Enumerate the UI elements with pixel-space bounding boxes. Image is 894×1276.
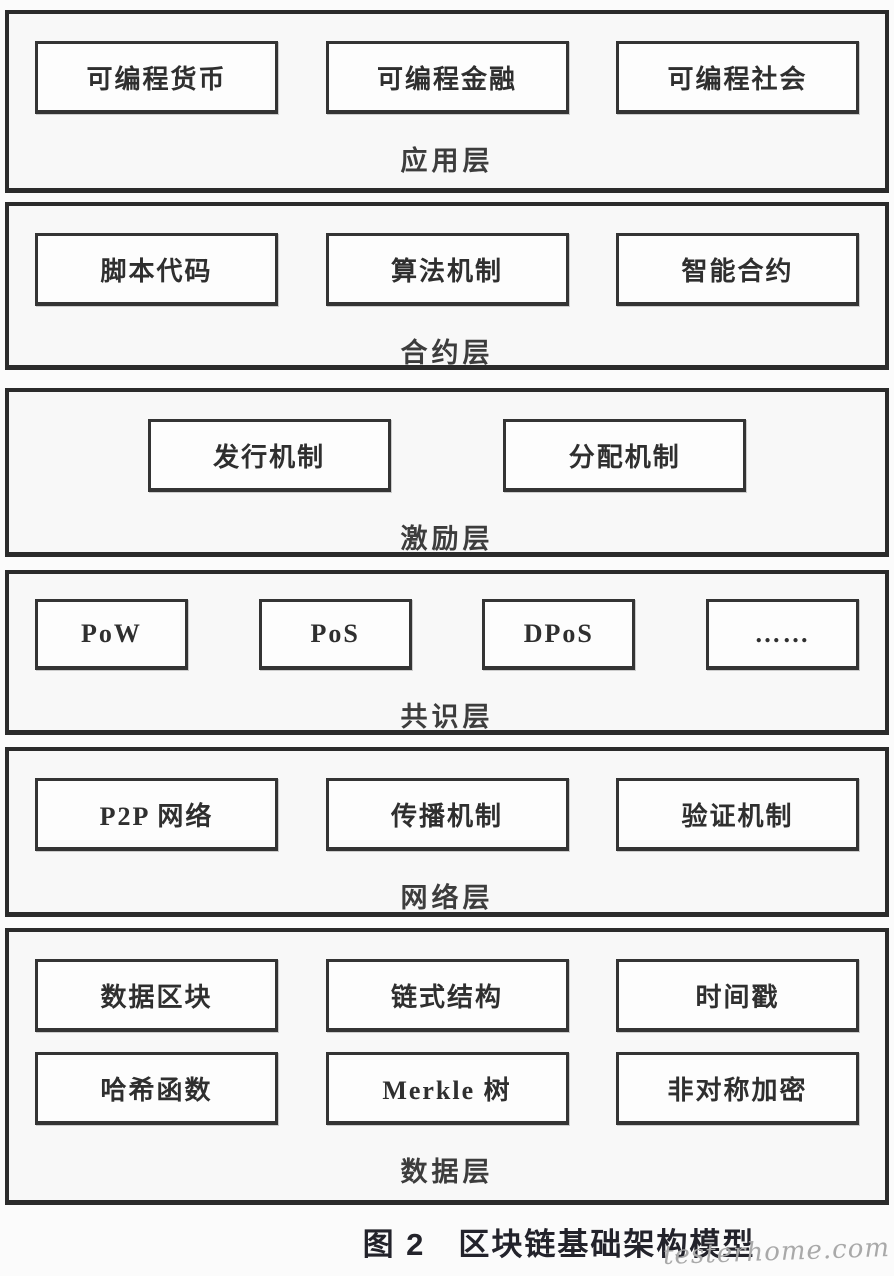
component-box-label: Merkle 树 [382, 1075, 512, 1105]
component-box-label: 可编程金融 [376, 64, 517, 94]
component-box: 脚本代码 [35, 233, 278, 306]
component-box-label: 非对称加密 [667, 1075, 808, 1105]
component-box-label: 分配机制 [568, 442, 681, 472]
caption-row: 图 2 区块链基础架构模型 testerhome.com [0, 1205, 894, 1275]
component-box: PoS [258, 599, 412, 670]
component-box-label: 哈希函数 [100, 1075, 213, 1105]
layer-box-row: 哈希函数 Merkle 树 非对称加密 [9, 1052, 885, 1125]
component-box: 哈希函数 [35, 1052, 278, 1125]
component-box: 可编程社会 [616, 41, 859, 114]
component-box-label: 传播机制 [390, 801, 503, 831]
component-box: Merkle 树 [325, 1052, 569, 1125]
component-box-label: 脚本代码 [100, 256, 213, 286]
component-box: 分配机制 [503, 419, 747, 492]
component-box-label: P2P 网络 [99, 801, 214, 831]
component-box: 时间戳 [616, 959, 859, 1032]
component-box-label: PoS [310, 619, 360, 648]
component-box-label: DPoS [523, 619, 594, 648]
layer-label: 网络层 [400, 883, 494, 913]
component-box: 算法机制 [325, 233, 569, 306]
component-box-label: 链式结构 [390, 982, 503, 1012]
component-box: 可编程货币 [35, 41, 278, 114]
layer-panel-application: 可编程货币 可编程金融 可编程社会应用层 [5, 10, 889, 193]
figure-caption: 图 2 区块链基础架构模型 [362, 1227, 756, 1262]
layer-panel-incentive: 发行机制 分配机制激励层 [5, 388, 889, 557]
component-box-label: PoW [81, 619, 142, 648]
component-box-label: 可编程货币 [86, 64, 227, 94]
layer-box-row: 脚本代码 算法机制 智能合约 [9, 233, 885, 306]
layer-label: 应用层 [400, 146, 494, 176]
layer-box-row: 可编程货币 可编程金融 可编程社会 [9, 41, 885, 114]
component-box: 智能合约 [616, 233, 859, 306]
component-box: 非对称加密 [616, 1052, 859, 1125]
layer-panel-consensus: PoW PoS DPoS …… 共识层 [5, 570, 889, 735]
component-box: 验证机制 [616, 778, 859, 851]
layer-panel-network: P2P 网络 传播机制 验证机制网络层 [5, 747, 889, 917]
component-box: 可编程金融 [325, 41, 569, 114]
component-box-label: 发行机制 [213, 442, 326, 472]
layer-box-row: PoW PoS DPoS …… [9, 599, 885, 670]
layer-box-row: P2P 网络 传播机制 验证机制 [9, 778, 885, 851]
component-box-label: 可编程社会 [667, 64, 808, 94]
component-box-label: 时间戳 [695, 982, 780, 1012]
component-box: 传播机制 [325, 778, 569, 851]
layer-box-row: 数据区块 链式结构 时间戳 [9, 959, 885, 1032]
component-box-label: 算法机制 [390, 256, 503, 286]
component-box-label: 验证机制 [681, 801, 794, 831]
component-box-label: 数据区块 [100, 982, 213, 1012]
layer-panel-contract: 脚本代码 算法机制 智能合约合约层 [5, 202, 889, 370]
component-box-label: 智能合约 [681, 256, 794, 286]
layer-box-row: 发行机制 分配机制 [9, 419, 885, 492]
layer-label: 合约层 [400, 338, 494, 368]
component-box: DPoS [482, 599, 636, 670]
component-box-label: …… [754, 619, 811, 648]
component-box: PoW [35, 599, 188, 670]
blockchain-architecture-diagram: 可编程货币 可编程金融 可编程社会应用层脚本代码 算法机制 智能合约合约层发行机制 分配机… [5, 10, 889, 1205]
component-box: 链式结构 [325, 959, 569, 1032]
layer-panel-data: 数据区块 链式结构 时间戳哈希函数 Merkle 树 非对称加密数据层 [5, 928, 889, 1205]
layer-label: 数据层 [400, 1157, 494, 1187]
layer-label: 共识层 [400, 702, 494, 732]
layer-label: 激励层 [400, 524, 494, 554]
component-box: 发行机制 [147, 419, 391, 492]
component-box: P2P 网络 [35, 778, 278, 851]
component-box: …… [705, 599, 859, 670]
component-box: 数据区块 [35, 959, 278, 1032]
